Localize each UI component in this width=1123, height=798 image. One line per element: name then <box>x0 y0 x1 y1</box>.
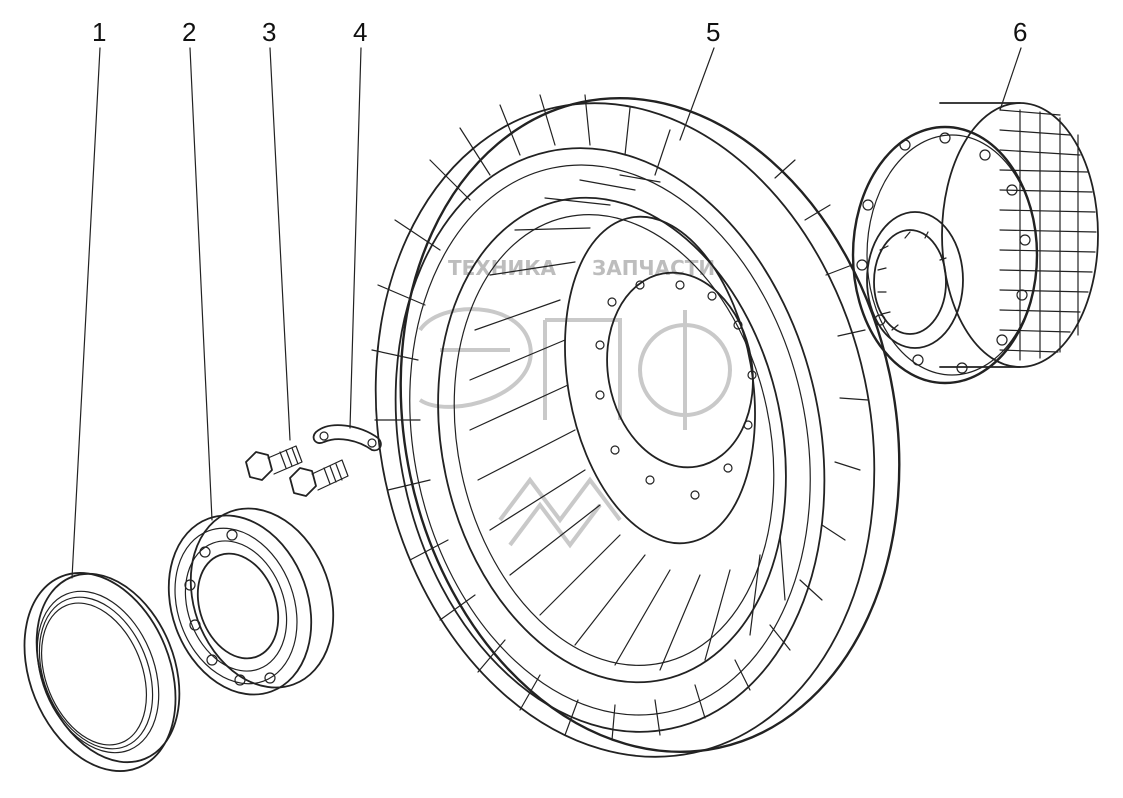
part-4-lock-plate <box>312 424 382 452</box>
callout-label-3: 3 <box>262 17 276 47</box>
callout-label-6: 6 <box>1013 17 1027 47</box>
leader-line-1 <box>71 47 101 579</box>
leader-line-4 <box>349 47 362 429</box>
flange-bolt-holes <box>856 132 1031 374</box>
bolt-lower <box>289 459 349 497</box>
inner-blades <box>469 174 786 671</box>
part-3-bolts <box>245 445 349 497</box>
watermark: ТЕХНИКА ЗАПЧАСТИ <box>418 256 732 549</box>
part-1-seal-ring <box>23 572 181 772</box>
callout-label-4: 4 <box>353 17 367 47</box>
watermark-logo <box>418 307 732 430</box>
leader-line-5 <box>679 47 715 141</box>
leader-line-2 <box>189 47 213 521</box>
hub-bolt-holes <box>595 280 757 500</box>
leader-line-6 <box>999 47 1022 111</box>
part-6-splined-hub <box>851 102 1099 385</box>
leader-line-3 <box>269 47 291 441</box>
bearing-balls <box>184 529 276 686</box>
outer-blades <box>371 94 869 741</box>
callouts: 1 2 3 4 5 6 <box>71 17 1027 579</box>
bolt-upper <box>245 445 303 481</box>
watermark-emblem <box>498 476 622 549</box>
part-2-bearing <box>167 507 335 696</box>
gear-teeth <box>999 109 1097 361</box>
callout-label-2: 2 <box>182 17 196 47</box>
part-5-turbine-wheel <box>371 94 901 758</box>
callout-label-5: 5 <box>706 17 720 47</box>
watermark-text-left: ТЕХНИКА <box>448 256 557 280</box>
callout-label-1: 1 <box>92 17 106 47</box>
